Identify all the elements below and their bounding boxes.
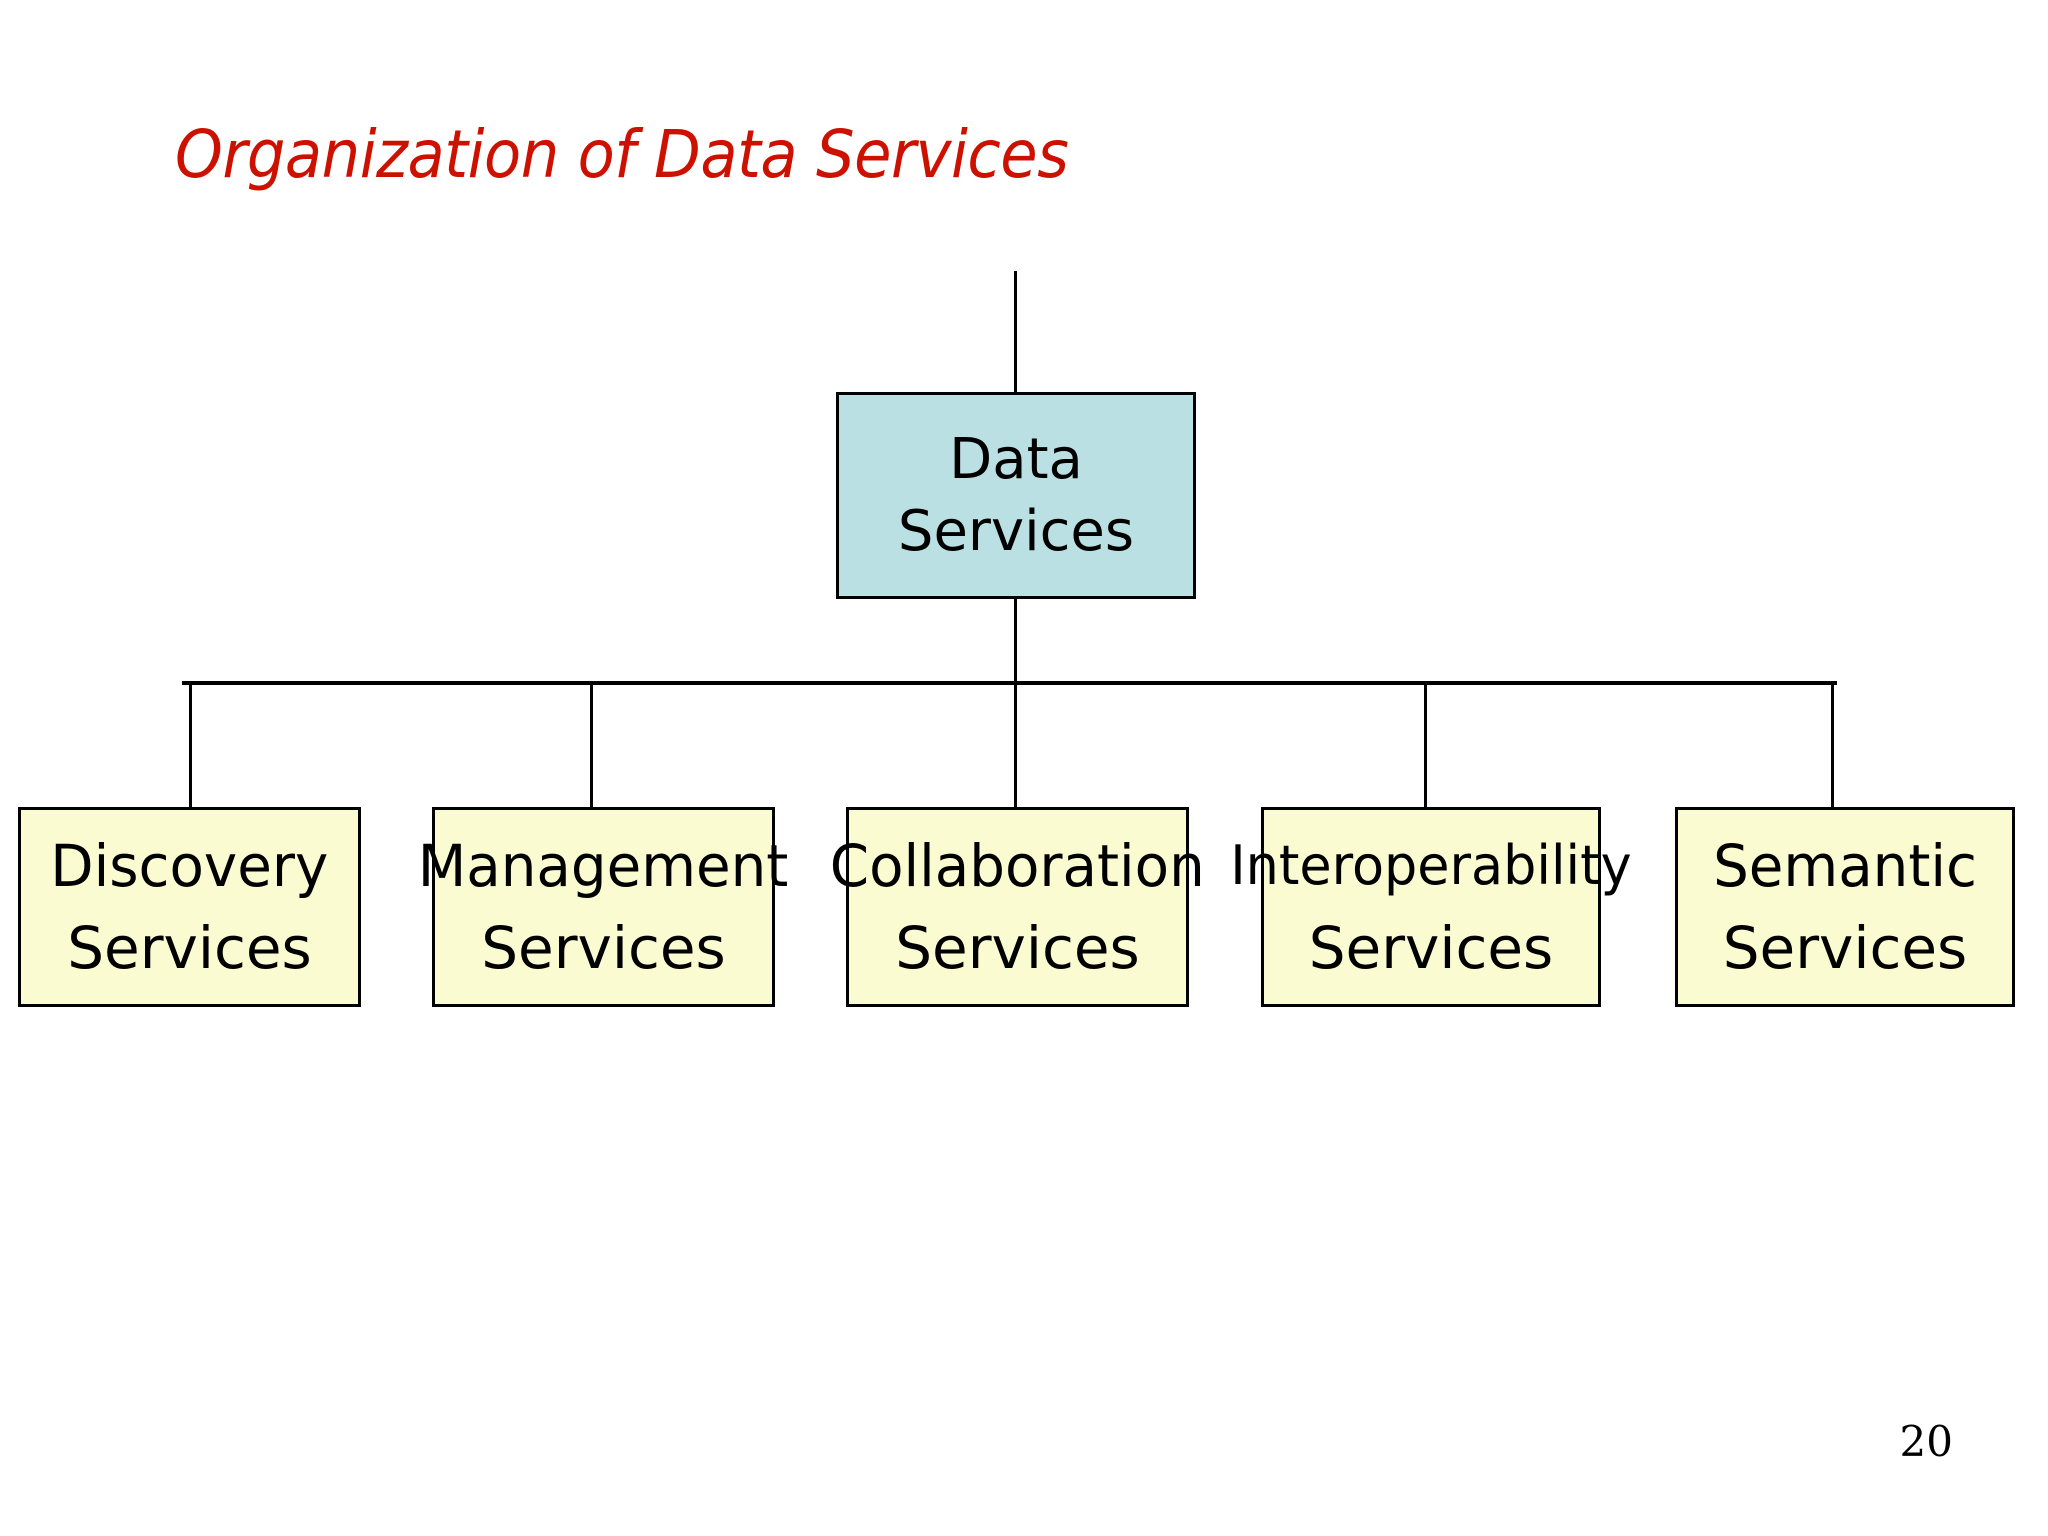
connector-root-stem-bottom [1014,598,1017,684]
node-management-services[interactable]: Management Services [418,807,789,1007]
node-label-line1: Management [418,832,789,900]
connector-drop-child-2 [590,684,593,808]
node-label-line1: Semantic [1713,832,1977,900]
node-label-line1: Discovery [50,832,329,900]
connector-drop-child-5 [1831,684,1834,808]
connector-drop-child-4 [1424,684,1427,808]
node-discovery-services[interactable]: Discovery Services [18,807,361,1007]
connector-drop-child-1 [189,684,192,808]
node-label-line2: Services [1308,914,1554,982]
node-label-line2: Services [895,914,1140,982]
node-interoperability-services[interactable]: Interoperability Services [1230,807,1632,1007]
page-number: 20 [1899,1417,1953,1466]
page-title: Organization of Data Services [175,116,1069,193]
node-label-line2: Services [897,498,1135,564]
connector-root-stem-top [1014,271,1017,393]
node-label-line2: Services [67,914,312,982]
node-label-line1: Data [949,426,1083,492]
node-data-services[interactable]: Data Services [836,392,1196,599]
node-label-line2: Services [481,914,726,982]
node-label-line1: Interoperability [1230,834,1632,897]
node-semantic-services[interactable]: Semantic Services [1675,807,2015,1007]
connector-drop-child-3 [1014,684,1017,808]
node-collaboration-services[interactable]: Collaboration Services [830,807,1205,1007]
node-label-line1: Collaboration [830,832,1205,900]
node-label-line2: Services [1722,914,1968,982]
connector-horizontal-bus [182,681,1837,685]
